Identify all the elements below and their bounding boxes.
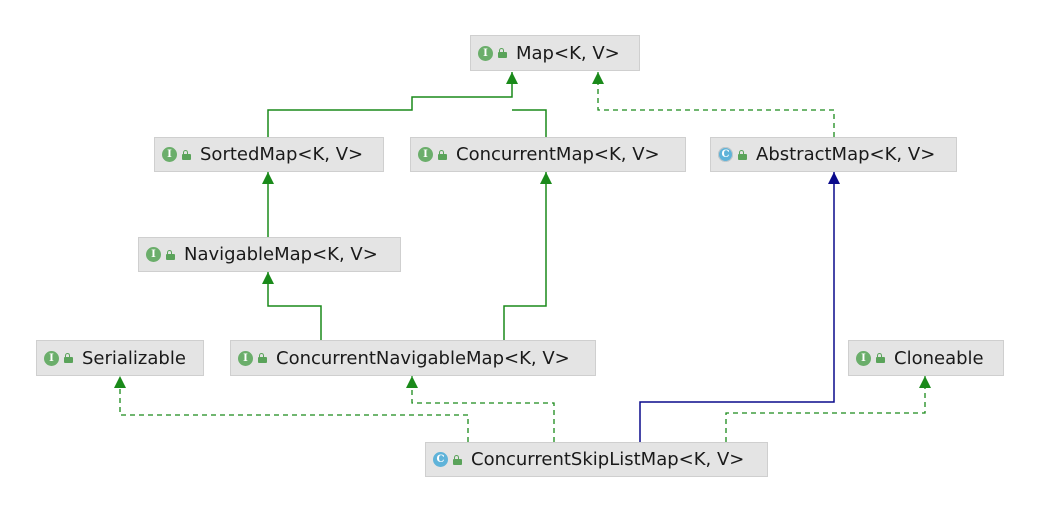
node-sortedmap[interactable]: I SortedMap<K, V> (154, 137, 384, 172)
node-label: Map<K, V> (516, 42, 620, 64)
node-navigablemap[interactable]: I NavigableMap<K, V> (138, 237, 401, 272)
node-label: NavigableMap<K, V> (184, 244, 378, 265)
node-label: ConcurrentNavigableMap<K, V> (276, 347, 570, 369)
edge-cslm-abstractmap (639, 172, 840, 442)
lock-icon (64, 353, 74, 363)
node-label: Cloneable (894, 347, 984, 369)
lock-icon (438, 149, 448, 160)
abstract-class-icon: C (718, 147, 733, 162)
node-abstractmap[interactable]: C AbstractMap<K, V> (710, 137, 957, 172)
edge-sortedmap-map (267, 72, 518, 137)
node-concurrentmap[interactable]: I ConcurrentMap<K, V> (410, 137, 686, 172)
edge-cnm-concurrentmap (503, 172, 552, 340)
interface-icon: I (856, 350, 871, 366)
lock-icon (498, 48, 508, 58)
node-label: SortedMap<K, V> (200, 144, 364, 165)
node-concurrentnavigablemap[interactable]: I ConcurrentNavigableMap<K, V> (230, 340, 596, 376)
node-map[interactable]: I Map<K, V> (470, 35, 640, 71)
interface-icon: I (146, 247, 161, 262)
edge-cnm-navigablemap (262, 272, 322, 340)
interface-icon: I (162, 147, 177, 162)
node-label: ConcurrentSkipListMap<K, V> (471, 449, 745, 470)
edge-cslm-cnm (406, 376, 555, 442)
node-serializable[interactable]: I Serializable (36, 340, 204, 376)
class-icon: C (433, 452, 448, 467)
interface-icon: I (44, 350, 59, 366)
node-cloneable[interactable]: I Cloneable (848, 340, 1004, 376)
lock-icon (182, 149, 192, 160)
interface-icon: I (478, 45, 493, 61)
lock-icon (166, 249, 176, 260)
edge-concurrentmap-map (512, 109, 547, 137)
node-label: Serializable (82, 347, 186, 369)
lock-icon (258, 353, 268, 363)
edge-cslm-serializable (114, 376, 469, 442)
lock-icon (876, 353, 886, 363)
interface-icon: I (418, 147, 433, 162)
lock-icon (453, 454, 463, 465)
lock-icon (738, 149, 748, 160)
node-label: ConcurrentMap<K, V> (456, 144, 660, 165)
edge-abstractmap-map (592, 72, 835, 137)
node-label: AbstractMap<K, V> (756, 144, 936, 165)
node-concurrentskiplistmap[interactable]: C ConcurrentSkipListMap<K, V> (425, 442, 768, 477)
edge-cslm-cloneable (725, 376, 931, 442)
interface-icon: I (238, 350, 253, 366)
